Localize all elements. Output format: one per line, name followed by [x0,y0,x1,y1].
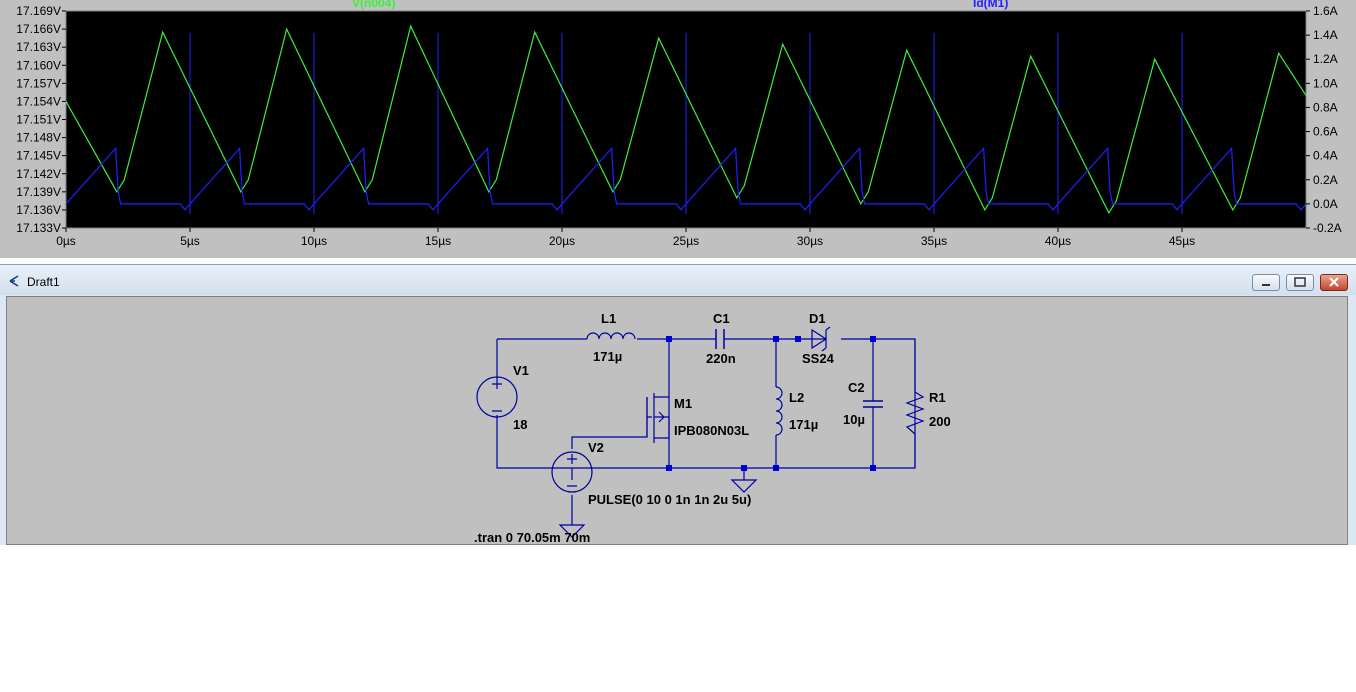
maximize-icon [1294,277,1306,287]
trace-label-current[interactable]: Id(M1) [973,0,1008,10]
capacitor-c1[interactable]: C1 220n [706,311,736,366]
schematic-window: Draft1 [0,264,1356,545]
minimize-button[interactable] [1252,274,1280,291]
x-tick-label: 15µs [425,234,451,248]
close-icon [1329,277,1339,287]
m1-name: M1 [674,396,692,411]
source-v1[interactable]: V1 18 [476,363,529,432]
x-tick-label: 0µs [56,234,76,248]
right-tick-label: 0.8A [1313,100,1338,114]
x-tick-label: 20µs [549,234,575,248]
right-tick-label: 0.2A [1313,173,1338,187]
right-tick-label: -0.2A [1313,221,1342,235]
d1-value: SS24 [802,351,835,366]
mosfet-m1[interactable]: M1 IPB080N03L [646,393,749,443]
c1-value: 220n [706,351,736,366]
series-layer [65,24,1307,215]
v2-name: V2 [588,440,604,455]
v1-name: V1 [513,363,529,378]
right-tick-label: 1.6A [1313,4,1338,18]
x-tick-label: 25µs [673,234,699,248]
left-tick-label: 17.142V [16,167,61,181]
maximize-button[interactable] [1286,274,1314,291]
x-tick-label: 30µs [797,234,823,248]
circuit-diagram[interactable]: V1 18 V2 PULSE(0 10 0 1n 1n 2u 5u) L1 17… [7,297,1347,544]
ground-symbol [558,479,758,538]
trace-label-voltage[interactable]: V(n004) [352,0,395,10]
waveform-viewer[interactable]: 17.169V 17.166V 17.163V 17.160V 17.157V 17.15… [0,0,1356,258]
left-tick-label: 17.136V [16,203,61,217]
resistor-r1[interactable]: R1 200 [905,390,951,435]
x-tick-label: 40µs [1045,234,1071,248]
x-tick-label: 10µs [301,234,327,248]
gate-markers [189,33,1183,214]
left-tick-label: 17.148V [16,131,61,145]
left-tick-label: 17.139V [16,185,61,199]
c2-name: C2 [848,380,865,395]
inductor-l1[interactable]: L1 171µ [586,311,636,364]
waveform-plot[interactable]: 17.169V 17.166V 17.163V 17.160V 17.157V 17.15… [0,0,1356,258]
x-tick-label: 5µs [180,234,200,248]
left-tick-label: 17.163V [16,40,61,54]
left-tick-label: 17.133V [16,221,61,235]
x-tick-label: 45µs [1169,234,1195,248]
close-button[interactable] [1320,274,1348,291]
left-tick-label: 17.166V [16,22,61,36]
left-tick-label: 17.157V [16,76,61,90]
diode-d1[interactable]: D1 SS24 [802,311,835,366]
m1-value: IPB080N03L [674,423,749,438]
right-tick-label: 0.0A [1313,197,1338,211]
left-tick-label: 17.145V [16,149,61,163]
right-tick-label: 1.0A [1313,76,1338,90]
l1-name: L1 [601,311,616,326]
l1-value: 171µ [593,349,622,364]
right-tick-label: 1.2A [1313,52,1338,66]
capacitor-c2[interactable]: C2 10µ [843,380,883,427]
schematic-icon [9,275,19,287]
current-trace-line [65,146,1307,211]
left-tick-label: 17.151V [16,113,61,127]
x-axis: 0µs 5µs 10µs 15µs 20µs 25µs 30µs 35µs 40µs 45µs [56,228,1195,248]
l2-name: L2 [789,390,804,405]
c1-name: C1 [713,311,730,326]
r1-value: 200 [929,414,951,429]
title-bar[interactable]: Draft1 [0,265,1356,295]
right-tick-label: 1.4A [1313,28,1338,42]
v1-value: 18 [513,417,527,432]
x-tick-label: 35µs [921,234,947,248]
inductor-l2[interactable]: L2 171µ [775,386,818,436]
spice-directive[interactable]: .tran 0 70.05m 70m [474,530,590,544]
right-tick-label: 0.4A [1313,149,1338,163]
left-axis: 17.169V 17.166V 17.163V 17.160V 17.157V 17.15… [16,4,66,235]
left-tick-label: 17.160V [16,58,61,72]
l2-value: 171µ [789,417,818,432]
junction-dots [666,336,876,471]
source-v2[interactable]: V2 PULSE(0 10 0 1n 1n 2u 5u) [551,440,751,507]
minimize-icon [1262,284,1270,286]
d1-name: D1 [809,311,826,326]
right-tick-label: 0.6A [1313,125,1338,139]
r1-name: R1 [929,390,946,405]
schematic-canvas[interactable]: V1 18 V2 PULSE(0 10 0 1n 1n 2u 5u) L1 17… [6,296,1348,545]
right-axis: 1.6A 1.4A 1.2A 1.0A 0.8A 0.6A 0.4A 0.2A 0.0A -0.2… [1306,4,1342,235]
v2-value: PULSE(0 10 0 1n 1n 2u 5u) [588,492,751,507]
left-tick-label: 17.169V [16,4,61,18]
c2-value: 10µ [843,412,865,427]
window-title: Draft1 [27,275,60,289]
voltage-trace-line [65,24,1307,215]
left-tick-label: 17.154V [16,94,61,108]
